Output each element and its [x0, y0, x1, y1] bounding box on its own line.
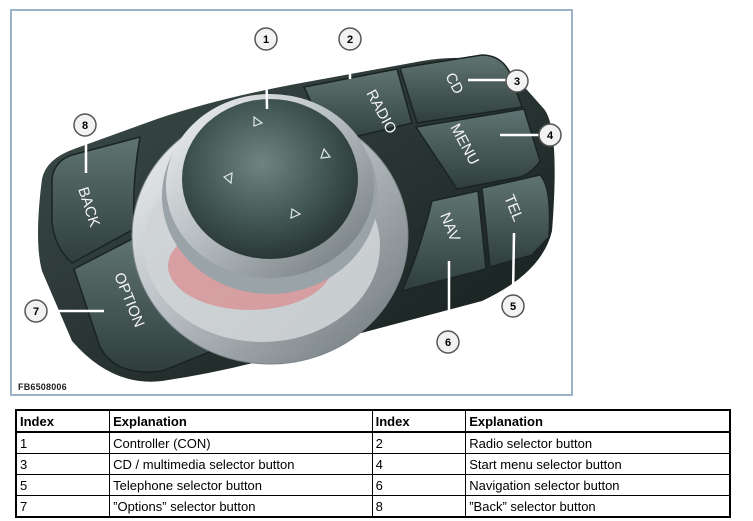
table-cell: 4 [371, 453, 467, 475]
callout-7: 7 [24, 299, 48, 323]
svg-text:8: 8 [82, 120, 88, 132]
table-header: Index [15, 409, 111, 433]
table-cell: 2 [371, 431, 467, 454]
table-header: Index [371, 409, 467, 433]
callout-6: 6 [436, 330, 460, 354]
callout-1: 1 [254, 27, 278, 51]
arrow-down-icon [290, 207, 302, 219]
arrow-up-icon [253, 115, 264, 127]
controller-illustration: RADIO CD MENU TEL NAV BACK OPTION [10, 9, 573, 396]
svg-text:5: 5 [510, 301, 516, 313]
menu-button[interactable]: MENU [414, 108, 541, 190]
table-cell: 8 [371, 495, 467, 518]
callout-lines [46, 50, 542, 331]
table-cell: 5 [15, 474, 111, 496]
table-cell: Navigation selector button [465, 474, 732, 496]
controller-drawing: RADIO CD MENU TEL NAV BACK OPTION [24, 27, 562, 382]
table-cell: Start menu selector button [465, 453, 732, 475]
table-row: 5 Telephone selector button 6 Navigation… [15, 474, 732, 496]
callout-5: 5 [501, 294, 525, 318]
table-cell: Radio selector button [465, 431, 732, 454]
table-header: Explanation [109, 409, 373, 433]
table-cell: 1 [15, 431, 111, 454]
table-header-row: Index Explanation Index Explanation [15, 409, 732, 433]
table-cell: Telephone selector button [109, 474, 373, 496]
option-button[interactable]: OPTION [73, 235, 214, 373]
table-cell: ”Options” selector button [109, 495, 373, 518]
svg-text:4: 4 [547, 130, 554, 142]
table-cell: 3 [15, 453, 111, 475]
table-cell: CD / multimedia selector button [109, 453, 373, 475]
callout-3: 3 [505, 69, 529, 93]
svg-text:1: 1 [263, 34, 269, 46]
table-row: 3 CD / multimedia selector button 4 Star… [15, 453, 732, 475]
svg-text:3: 3 [514, 76, 520, 88]
tel-button[interactable]: TEL [481, 174, 551, 268]
nav-button[interactable]: NAV [400, 190, 487, 293]
arrow-left-icon [222, 171, 233, 185]
svg-text:7: 7 [33, 306, 39, 318]
back-button[interactable]: BACK [51, 135, 141, 264]
callout-4: 4 [538, 123, 562, 147]
table-cell: Controller (CON) [109, 431, 373, 454]
table-row: 7 ”Options” selector button 8 ”Back” sel… [15, 495, 732, 518]
table-row: 1 Controller (CON) 2 Radio selector butt… [15, 431, 732, 454]
table-header: Explanation [465, 409, 732, 433]
callout-2: 2 [338, 27, 362, 51]
arrow-right-icon [320, 147, 332, 159]
svg-text:6: 6 [445, 337, 451, 349]
controller-knob[interactable] [162, 94, 378, 294]
figure-code: FB6508006 [18, 382, 67, 392]
legend-table: Index Explanation Index Explanation 1 Co… [15, 409, 732, 518]
svg-text:2: 2 [347, 34, 353, 46]
table-cell: 6 [371, 474, 467, 496]
callout-8: 8 [73, 113, 97, 137]
table-cell: 7 [15, 495, 111, 518]
table-cell: ”Back” selector button [465, 495, 732, 518]
cd-button[interactable]: CD [399, 54, 524, 124]
